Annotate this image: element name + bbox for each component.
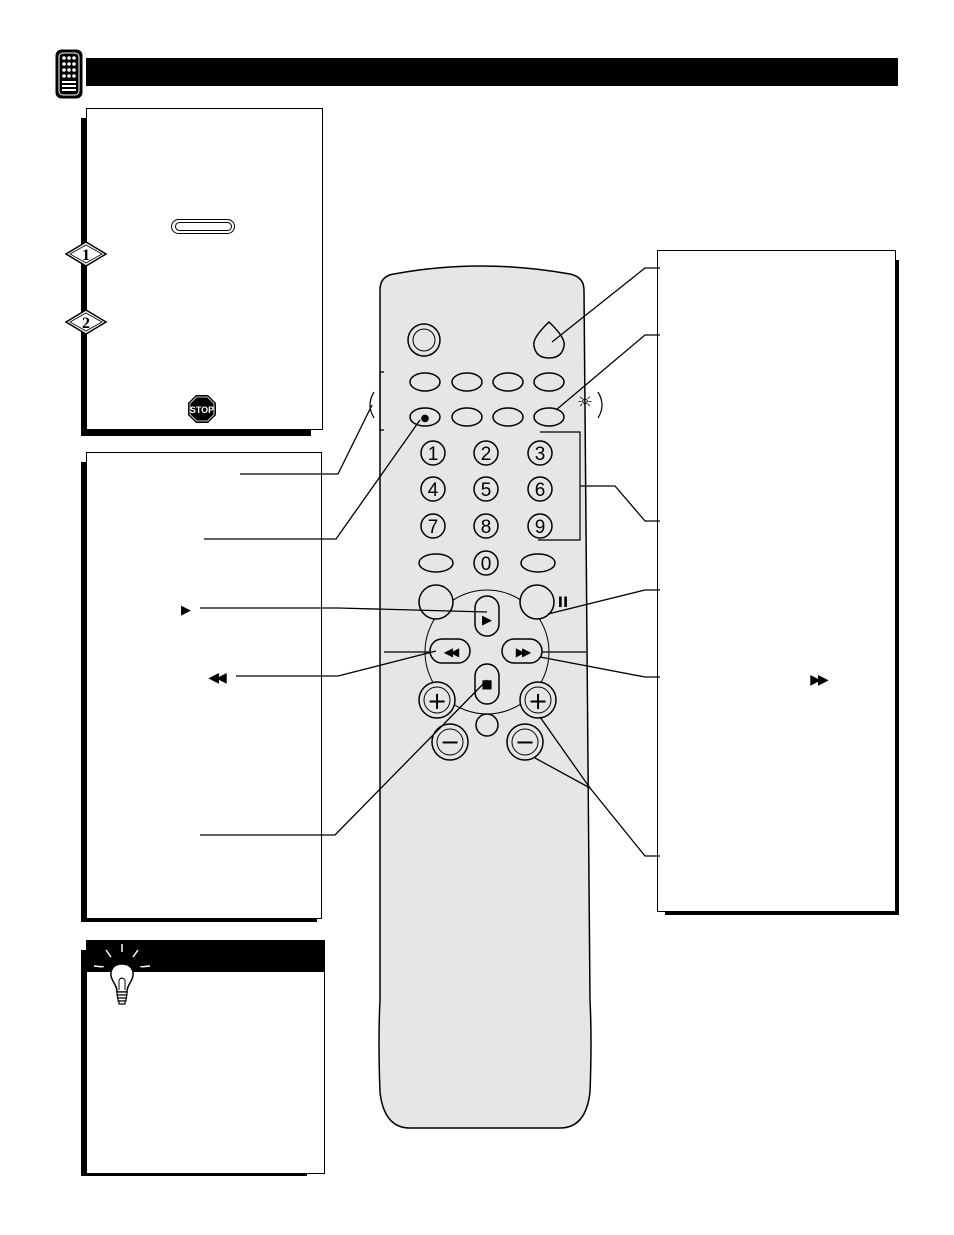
oval-button-1[interactable] xyxy=(409,372,441,392)
stop-sign-text: STOP xyxy=(190,405,214,415)
callout-line-light xyxy=(555,334,660,411)
step-2-marker: 2 xyxy=(64,309,108,335)
key-3[interactable] xyxy=(527,440,553,466)
instruction-box xyxy=(86,108,323,430)
volume-minus-button[interactable] xyxy=(431,723,469,761)
pause-button[interactable] xyxy=(519,584,555,620)
light-button[interactable] xyxy=(533,407,565,427)
oval-button-4[interactable] xyxy=(533,372,565,392)
step-1-number: 1 xyxy=(82,247,90,264)
small-center-button[interactable] xyxy=(475,713,499,737)
callout-line-play xyxy=(200,607,488,613)
volume-plus-button[interactable] xyxy=(418,681,456,719)
callout-line-stop xyxy=(200,679,488,836)
header-bar xyxy=(86,58,898,86)
callout-line-side xyxy=(240,404,373,475)
light-bulb-icon xyxy=(93,944,151,1005)
channel-plus-glyph: + xyxy=(528,687,548,715)
callout-line-plus-minus xyxy=(539,716,660,857)
stop-sign-icon: STOP xyxy=(188,395,216,423)
callout-rewind-symbol: ◀◀ xyxy=(208,670,227,686)
fast-forward-button[interactable] xyxy=(501,638,543,664)
key-2-label: 2 xyxy=(481,444,492,465)
key-0[interactable] xyxy=(473,550,499,576)
callout-fast-forward-symbol: ▶▶ xyxy=(810,672,829,688)
key-2[interactable] xyxy=(473,440,499,466)
stop-glyph: ■ xyxy=(481,677,492,691)
callout-line-pause xyxy=(547,589,660,615)
right-callout-box xyxy=(657,250,896,912)
channel-plus-button[interactable] xyxy=(519,681,557,719)
play-button[interactable] xyxy=(474,595,500,637)
key-5[interactable] xyxy=(473,476,499,502)
key-8-label: 8 xyxy=(481,517,492,538)
pause-glyph: II xyxy=(558,595,568,611)
key-4[interactable] xyxy=(420,476,446,502)
channel-minus-glyph: − xyxy=(515,728,535,756)
left-callout-box xyxy=(86,452,322,919)
stop-button[interactable] xyxy=(474,663,500,705)
volume-plus-glyph: + xyxy=(427,687,447,715)
key-7-label: 7 xyxy=(428,517,439,538)
key-8[interactable] xyxy=(473,513,499,539)
callout-line-fastforward xyxy=(539,656,660,678)
rewind-button[interactable] xyxy=(429,638,471,664)
key-9[interactable] xyxy=(527,513,553,539)
callout-play-symbol: ▶ xyxy=(181,603,191,618)
oval-button-3[interactable] xyxy=(492,372,524,392)
light-icon: ☼ xyxy=(577,392,593,413)
key-6[interactable] xyxy=(527,476,553,502)
top-left-round-button[interactable] xyxy=(407,323,441,357)
left-oval-key[interactable] xyxy=(418,553,454,573)
inline-button-inner xyxy=(175,222,232,231)
oval-button-6[interactable] xyxy=(451,407,483,427)
callout-line-record xyxy=(204,419,421,540)
left-large-button[interactable] xyxy=(418,584,454,620)
key-6-label: 6 xyxy=(535,480,546,501)
key-7[interactable] xyxy=(420,513,446,539)
key-1[interactable] xyxy=(420,440,446,466)
oval-button-7[interactable] xyxy=(492,407,524,427)
record-glyph: ● xyxy=(421,413,430,424)
step-2-number: 2 xyxy=(82,315,90,332)
record-button[interactable] xyxy=(409,407,441,427)
right-oval-key[interactable] xyxy=(520,553,556,573)
remote-control-icon xyxy=(55,49,83,99)
volume-minus-glyph: − xyxy=(440,728,460,756)
key-1-label: 1 xyxy=(428,444,439,465)
key-4-label: 4 xyxy=(428,480,439,501)
callout-line-minus xyxy=(534,757,591,789)
step-1-marker: 1 xyxy=(64,241,108,267)
callout-line-power xyxy=(551,267,660,343)
power-button[interactable] xyxy=(533,320,565,359)
key-0-label: 0 xyxy=(481,554,492,575)
key-9-label: 9 xyxy=(535,517,546,538)
oval-button-2[interactable] xyxy=(451,372,483,392)
callout-line-rewind xyxy=(236,650,437,677)
callout-line-keypad xyxy=(580,485,660,522)
play-glyph: ▶ xyxy=(482,613,492,628)
key-3-label: 3 xyxy=(535,444,546,465)
channel-minus-button[interactable] xyxy=(506,723,544,761)
key-5-label: 5 xyxy=(481,480,492,501)
